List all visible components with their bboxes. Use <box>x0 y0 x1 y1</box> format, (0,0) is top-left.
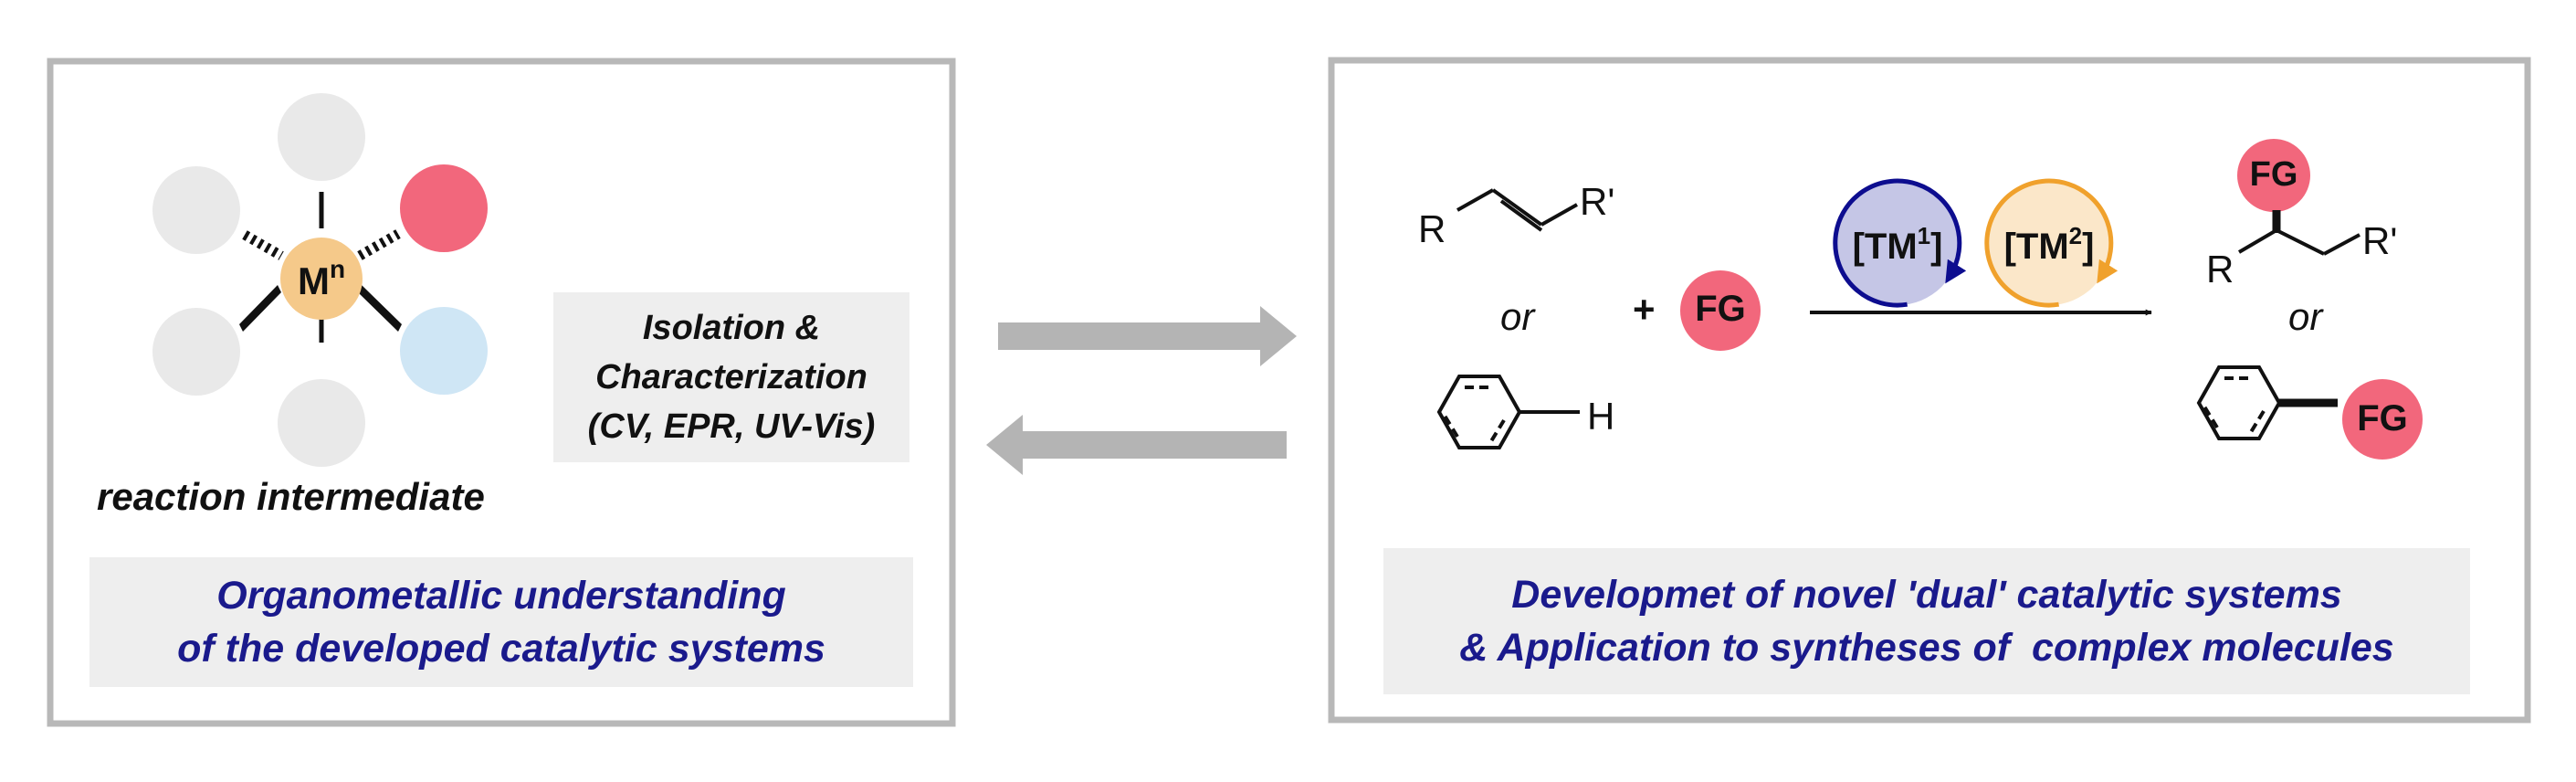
isolation-line-3: (CV, EPR, UV-Vis) <box>587 407 876 446</box>
catalyst-1-bracket: ] <box>1930 227 1942 267</box>
isolation-box: Isolation & Characterization (CV, EPR, U… <box>553 292 909 462</box>
isolation-line-2: Characterization <box>595 358 867 396</box>
product-r-prime-label: R' <box>2362 219 2398 262</box>
or-right: or <box>2288 295 2323 338</box>
arene-product-fg-circle <box>2342 379 2423 460</box>
catalyst-1-cycle: [TM1] <box>1833 178 1967 308</box>
product-fg-circle <box>2237 139 2310 212</box>
right-panel-frame <box>1328 57 2531 724</box>
svg-text:[TM1]: [TM1] <box>1853 222 1943 267</box>
bond-lower-right-wedge <box>358 285 402 332</box>
catalyst-2-bracket: ] <box>2082 227 2094 267</box>
backward-arrow <box>986 415 1287 475</box>
intermediate-label: reaction intermediate <box>97 475 485 518</box>
left-caption-line-1: Organometallic understanding <box>216 574 786 618</box>
right-caption-line-1: Developmet of novel 'dual' catalytic sys… <box>1511 573 2342 617</box>
bond-upper-right-hashed <box>357 229 401 260</box>
left-caption-box: Organometallic understanding of the deve… <box>89 557 913 687</box>
left-caption-line-2: of the developed catalytic systems <box>177 627 825 671</box>
plus-sign: + <box>1633 288 1656 331</box>
right-caption-box: Developmet of novel 'dual' catalytic sys… <box>1383 548 2470 694</box>
arene-h-label: H <box>1587 395 1615 438</box>
bond-upper-left-hashed <box>242 230 284 260</box>
alkene-r-prime-label: R' <box>1580 180 1615 223</box>
bond-lower-left-wedge <box>239 285 281 332</box>
catalyst-1-superscript: 1 <box>1918 222 1930 249</box>
forward-arrow <box>998 306 1297 366</box>
product-fg-label: FG <box>2249 155 2298 194</box>
metal-symbol: M <box>298 259 330 302</box>
ligand-upper-right <box>400 164 488 252</box>
ligand-top <box>278 93 365 181</box>
metal-label: Mn <box>298 255 345 302</box>
product-r-label: R <box>2206 248 2234 291</box>
ligand-lower-right <box>400 307 488 395</box>
octahedral-complex: Mn <box>152 93 488 467</box>
left-panel-frame <box>47 58 956 727</box>
catalyst-2-cycle: [TM2] <box>1984 178 2119 308</box>
isolation-line-1: Isolation & <box>642 309 821 347</box>
catalyst-1-label: [TM <box>1853 227 1918 267</box>
catalyst-2-superscript: 2 <box>2069 222 2082 249</box>
ligand-bottom <box>278 379 365 467</box>
metal-center <box>280 238 363 320</box>
alkyl-product <box>2237 139 2360 256</box>
fg-reagent-circle <box>1680 270 1761 351</box>
catalyst-2-label: [TM <box>2004 227 2069 267</box>
alkene-r-label: R <box>1418 207 1446 250</box>
ligand-lower-left <box>152 308 240 396</box>
fg-reagent-label: FG <box>1695 289 1746 329</box>
alkene-substrate <box>1456 188 1578 232</box>
ligand-upper-left <box>152 166 240 254</box>
svg-text:[TM2]: [TM2] <box>2004 222 2095 267</box>
oxidation-state: n <box>330 255 345 283</box>
arene-product <box>2196 365 2338 440</box>
arene-product-fg-label: FG <box>2357 398 2408 439</box>
or-left: or <box>1500 295 1535 338</box>
arene-substrate <box>1436 375 1580 449</box>
right-caption-line-2: & Application to syntheses of complex mo… <box>1459 626 2394 670</box>
